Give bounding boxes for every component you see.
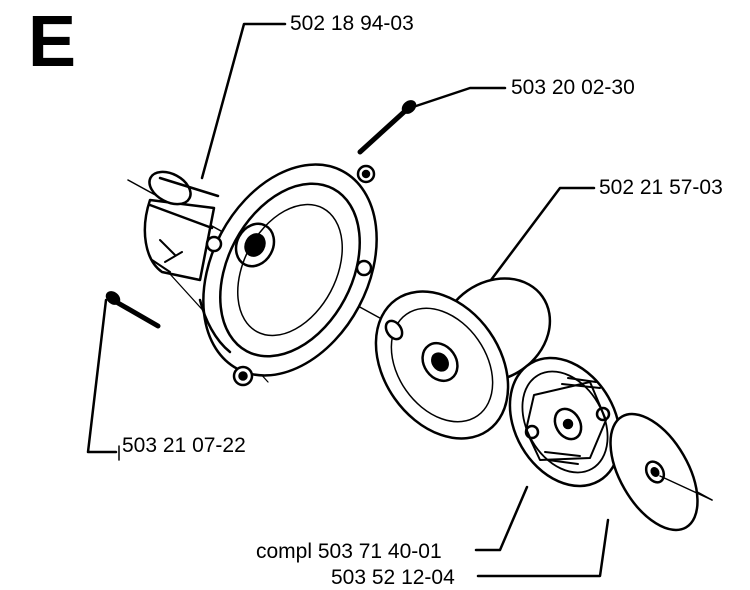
part-label-clutch-cover: 502 18 94-03 (290, 12, 414, 35)
leader-washer (476, 518, 610, 578)
section-letter: E (28, 2, 77, 82)
leader-clutch-assembly (474, 485, 529, 552)
clutch-cover-part (143, 163, 378, 387)
leader-screw-left (86, 298, 118, 454)
screw-top-part (357, 100, 417, 155)
leader-screw-top (408, 86, 507, 110)
part-label-clutch-assembly: compl 503 71 40-01 (256, 540, 442, 563)
leader-lines (86, 22, 610, 578)
clutch-drum-part (374, 277, 552, 440)
leader-clutch-drum (483, 186, 596, 290)
part-label-clutch-drum: 502 21 57-03 (599, 176, 723, 199)
washer-part (609, 412, 699, 532)
clutch-assembly-part (508, 356, 622, 488)
screw-left-part (105, 291, 161, 329)
part-label-screw-top: 503 20 02-30 (511, 76, 635, 99)
part-label-washer: 503 52 12-04 (331, 566, 455, 589)
leader-clutch-cover (200, 22, 287, 180)
part-label-screw-left: 503 21 07-22 (122, 434, 246, 457)
